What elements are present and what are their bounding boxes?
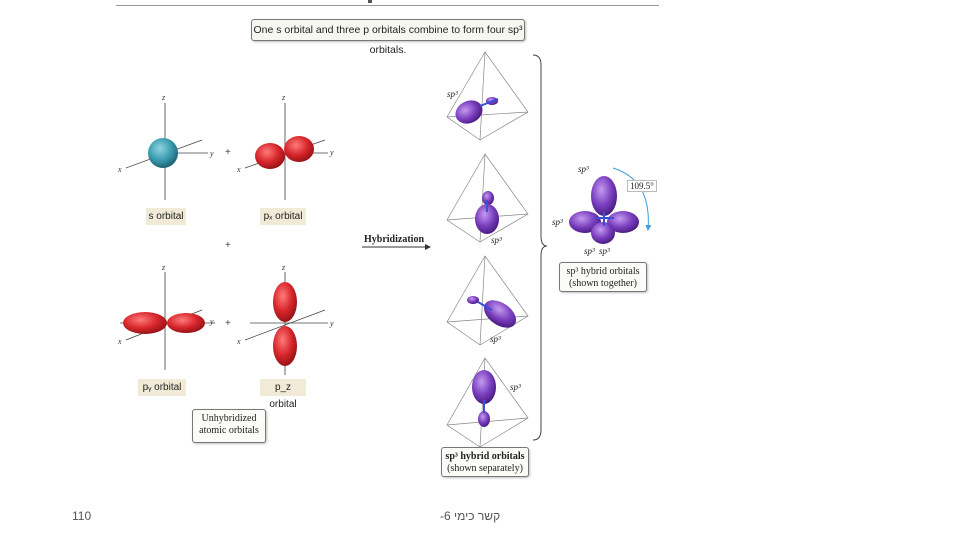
sp3-separate-line-2: (shown separately) — [447, 463, 523, 474]
unhybridized-line-2: atomic orbitals — [199, 425, 259, 436]
sp3-label: sp³ — [510, 382, 521, 392]
sp3-separate-box: sp³ hybrid orbitals (shown separately) — [441, 447, 529, 477]
grouping-brace — [532, 54, 548, 441]
axis-y-label: y — [209, 317, 214, 326]
px-orbital-label: pₓ orbital — [260, 208, 306, 225]
py-orbital-figure: z y x — [117, 263, 215, 370]
py-orbital-label: pᵧ orbital — [138, 379, 186, 396]
axis-x-label: x — [236, 165, 241, 174]
unhybridized-line-1: Unhybridized — [201, 413, 257, 424]
sp3-label: sp³ — [552, 217, 563, 227]
s-orbital-figure: z y x — [117, 93, 214, 200]
sp3-label: sp³ — [584, 246, 595, 256]
pz-lobe-top — [273, 282, 297, 322]
unhybridized-box: Unhybridized atomic orbitals — [192, 409, 266, 443]
sp3-separate-4 — [446, 357, 529, 448]
axis-z-label: z — [161, 93, 166, 102]
footer-text: קשר כימי 6- — [440, 509, 501, 523]
sp3-label: sp³ — [491, 235, 502, 245]
pz-orbital-label: p_z orbital — [260, 379, 306, 410]
sp3-together-box: sp³ hybrid orbitals (shown together) — [559, 262, 647, 292]
plus-sign: + — [225, 240, 231, 251]
sp3-label: sp³ — [599, 246, 610, 256]
s-orbital-sphere — [148, 138, 178, 168]
py-lobe-left — [123, 312, 167, 334]
pz-orbital-figure: z y x — [236, 263, 334, 375]
title-banner: One s orbital and three p orbitals combi… — [251, 19, 525, 56]
sp3-together-line-2: (shown together) — [568, 278, 638, 289]
sp3-label: sp³ — [447, 89, 458, 99]
axis-x-label: x — [236, 337, 241, 346]
sp3-separate-line-1: sp³ hybrid orbitals — [445, 451, 525, 462]
s-orbital-label: s orbital — [146, 208, 186, 225]
axis-y-label: y — [329, 319, 334, 328]
sp3-separate-1 — [446, 51, 529, 141]
px-lobe-front — [255, 143, 285, 169]
sp3-label: sp³ — [578, 164, 589, 174]
page-number: 110 — [72, 509, 92, 523]
bond-angle-label: 109.5° — [627, 180, 657, 192]
sp3-separate-2 — [446, 153, 529, 243]
axis-z-label: z — [281, 263, 286, 272]
axis-y-label: y — [209, 149, 214, 158]
axis-x-label: x — [117, 337, 122, 346]
plus-sign: + — [225, 318, 231, 329]
sp3-together-figure — [569, 167, 652, 244]
top-rule-mark — [368, 0, 372, 3]
py-lobe-right — [167, 313, 205, 333]
axis-z-label: z — [161, 263, 166, 272]
axis-x-label: x — [117, 165, 122, 174]
sp3-label: sp³ — [490, 334, 501, 344]
px-lobe-back — [284, 136, 314, 162]
axis-y-label: y — [329, 148, 334, 157]
sp3-together-line-1: sp³ hybrid orbitals — [566, 266, 640, 277]
sp3-separate-3 — [446, 255, 529, 346]
plus-sign: + — [225, 147, 231, 158]
axis-z-label: z — [281, 93, 286, 102]
hybridization-label: Hybridization — [364, 234, 425, 245]
top-rule — [116, 5, 659, 6]
pz-lobe-bottom — [273, 326, 297, 366]
px-orbital-figure: z y x — [236, 93, 334, 200]
